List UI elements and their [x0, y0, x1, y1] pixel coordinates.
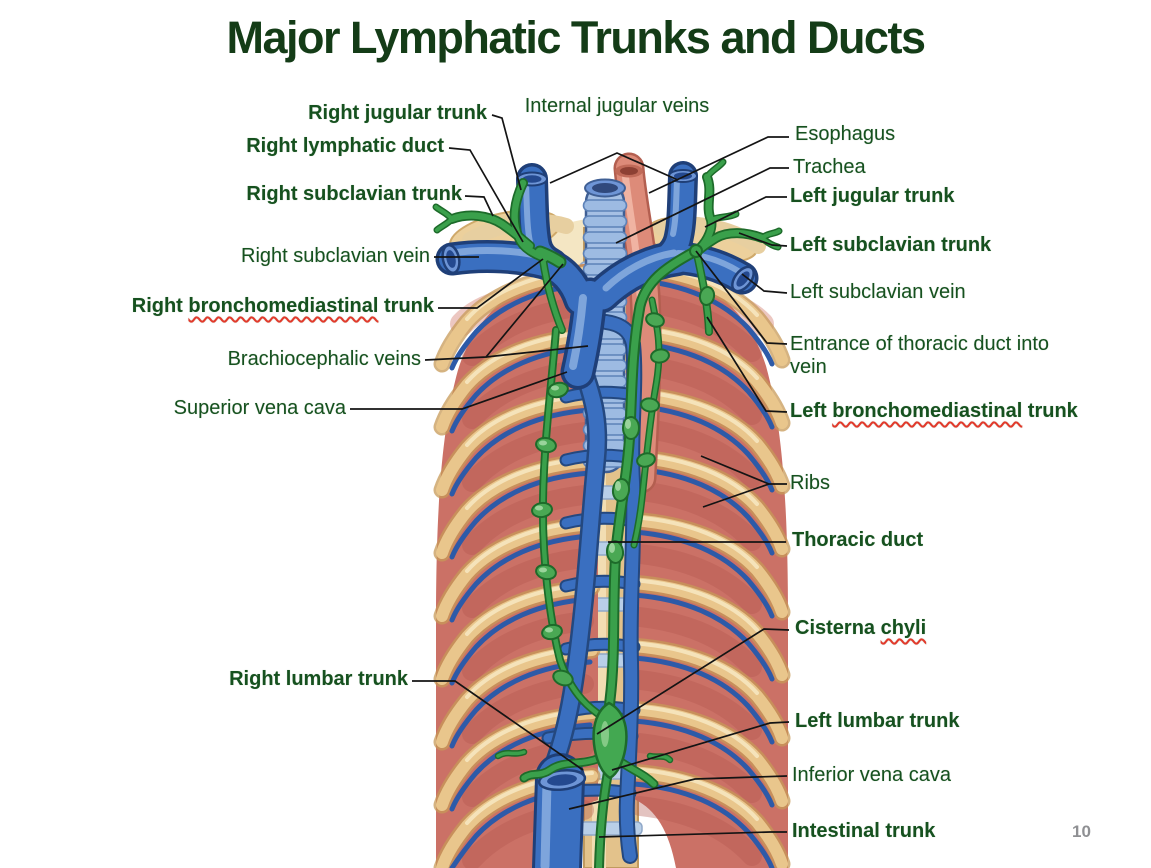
leader-left-subclavian-trunk	[738, 232, 788, 247]
leader-right-subclavian-trunk	[464, 195, 494, 217]
leader-superior-vena-cava	[350, 371, 568, 410]
leader-brachiocephalic-veins-2	[485, 345, 589, 358]
label-internal-jugular-veins: Internal jugular veins	[524, 95, 710, 117]
lymphatics	[432, 158, 783, 868]
leader-intestinal-trunk	[598, 831, 787, 838]
leader-trachea	[615, 167, 789, 244]
leader-esophagus	[648, 136, 789, 194]
leader-entrance-thoracic-duct	[695, 250, 788, 345]
leader-left-subclavian-vein	[741, 273, 788, 294]
label-inferior-vena-cava: Inferior vena cava	[792, 764, 951, 786]
leader-left-jugular-trunk	[704, 196, 787, 228]
label-left-bronchomediastinal-trunk: Left bronchomediastinal trunk	[790, 400, 1078, 422]
label-ribs: Ribs	[790, 472, 831, 494]
label-right-lumbar-trunk: Right lumbar trunk	[229, 668, 408, 690]
label-left-jugular-trunk: Left jugular trunk	[790, 185, 955, 207]
rib-cage-right	[623, 258, 791, 868]
label-trachea: Trachea	[793, 156, 866, 178]
label-brachiocephalic-veins: Brachiocephalic veins	[227, 348, 421, 370]
leader-lines	[350, 114, 790, 838]
label-esophagus: Esophagus	[795, 123, 896, 145]
label-left-lumbar-trunk: Left lumbar trunk	[795, 710, 960, 732]
leader-right-jugular-trunk	[491, 114, 522, 191]
label-left-subclavian-trunk: Left subclavian trunk	[790, 234, 992, 256]
intercostal-veins-right	[631, 277, 775, 868]
page-number: 10	[1072, 822, 1091, 841]
leader-cisterna-chyli	[596, 628, 790, 735]
label-right-jugular-trunk: Right jugular trunk	[308, 102, 487, 124]
leader-right-lymphatic-duct	[448, 147, 524, 243]
label-right-subclavian-trunk: Right subclavian trunk	[246, 183, 462, 205]
label-entrance-thoracic-duct: Entrance of thoracic duct into vein	[790, 333, 1050, 378]
page-title: Major Lymphatic Trunks and Ducts	[226, 12, 926, 63]
label-cisterna-chyli: Cisterna chyli	[795, 617, 927, 639]
label-superior-vena-cava: Superior vena cava	[173, 397, 346, 419]
label-right-lymphatic-duct: Right lymphatic duct	[246, 135, 444, 157]
leader-left-bronchomediastinal-trunk	[706, 316, 788, 413]
label-right-subclavian-vein: Right subclavian vein	[241, 245, 430, 267]
label-left-subclavian-vein: Left subclavian vein	[790, 281, 966, 303]
cisterna-chyli-shape	[592, 701, 628, 780]
leader-right-lumbar-trunk	[412, 680, 584, 771]
label-right-bronchomediastinal-trunk: Right bronchomediastinal trunk	[131, 295, 434, 317]
label-thoracic-duct: Thoracic duct	[792, 529, 924, 551]
leader-right-bronchomediastinal-trunk	[438, 258, 544, 309]
label-intestinal-trunk: Intestinal trunk	[792, 820, 936, 842]
lymph-nodes	[531, 286, 716, 687]
leader-ribs-2	[702, 483, 770, 508]
leader-internal-jugular-veins	[549, 152, 679, 184]
leader-inferior-vena-cava	[568, 775, 788, 810]
leader-left-lumbar-trunk	[611, 721, 790, 771]
